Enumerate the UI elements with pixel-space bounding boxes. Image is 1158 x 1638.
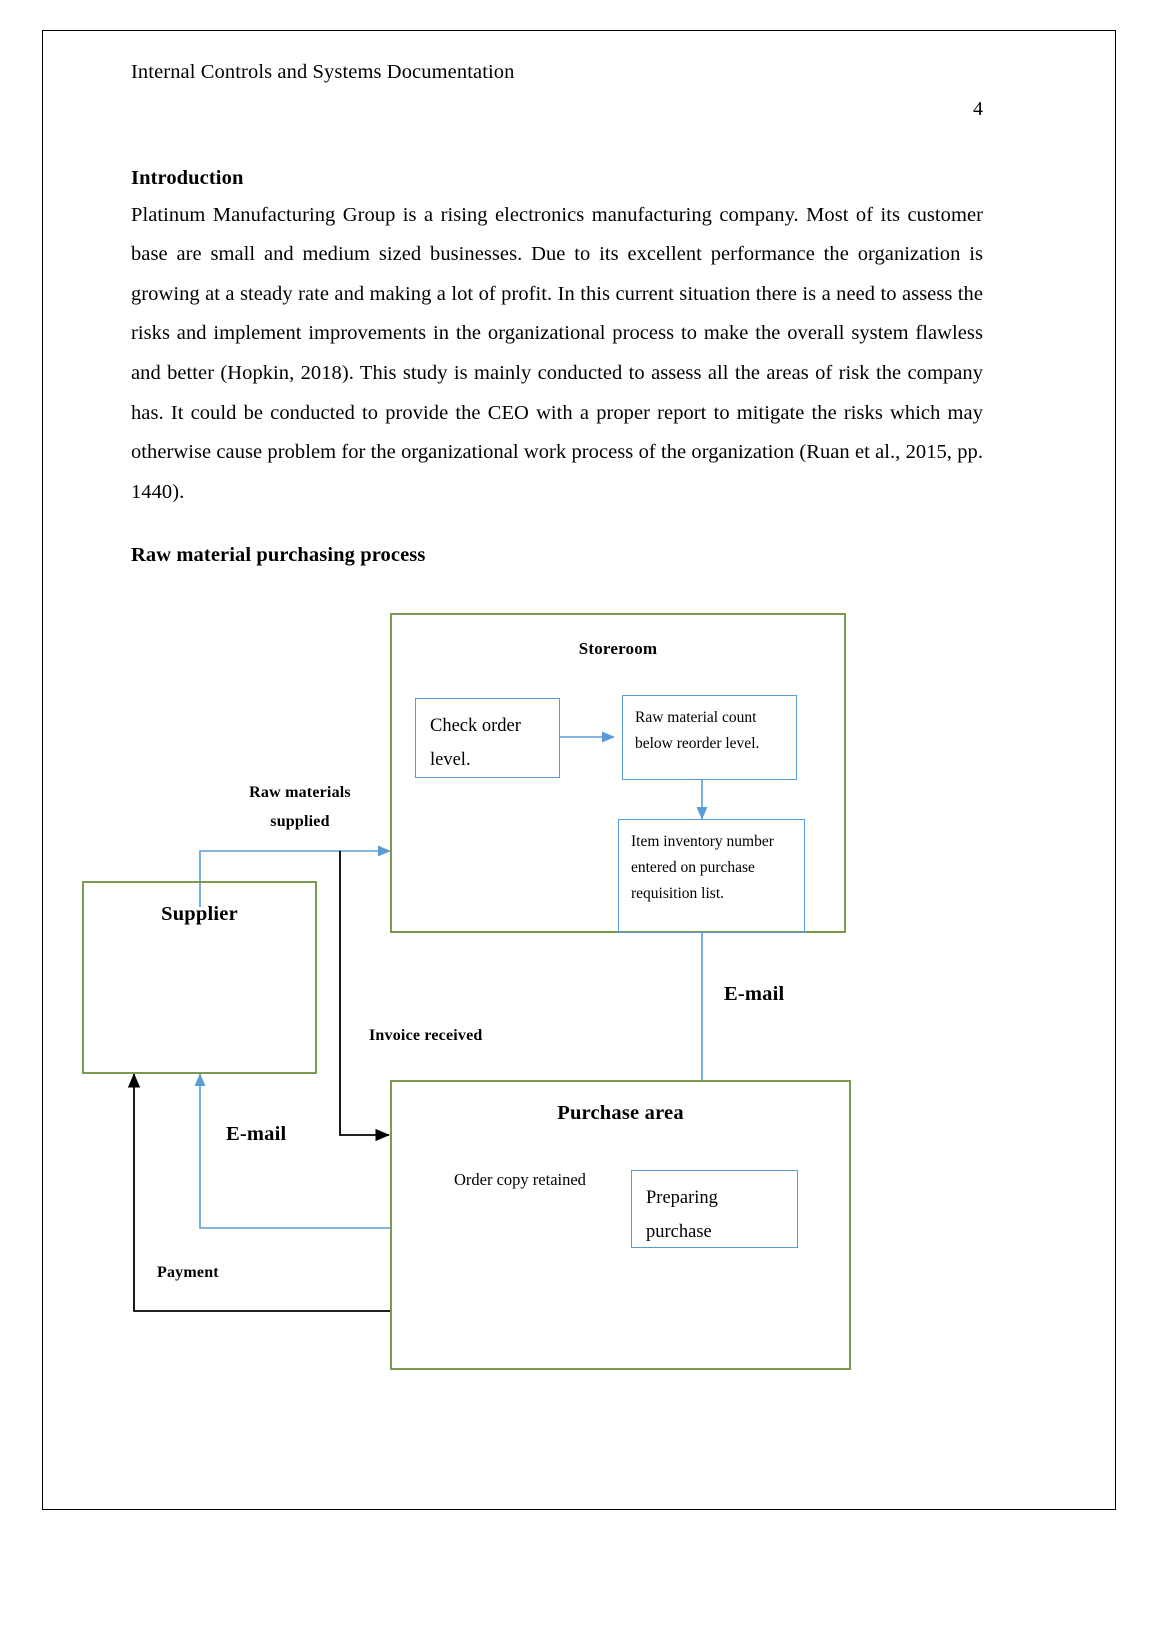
introduction-paragraph: Platinum Manufacturing Group is a rising… [131,203,983,503]
process-box-preparing-purchase: Preparing purchase [631,1170,798,1248]
raw-material-purchasing-flowchart: Storeroom Check order level. Raw materia… [42,585,1116,1415]
supplier-container: Supplier [82,881,317,1074]
edge-label-raw-materials-supplied-line1: Raw materials [249,784,351,801]
supplier-title: Supplier [161,903,238,925]
process-box-item-inventory-number: Item inventory number entered on purchas… [618,819,805,933]
process-box-raw-material-count: Raw material count below reorder level. [622,695,797,780]
page-number: 4 [973,98,983,120]
edge-label-raw-materials-supplied-line2: supplied [270,813,330,830]
edge-label-payment: Payment [157,1264,219,1281]
document-header-title: Internal Controls and Systems Documentat… [131,61,515,83]
document-content: Internal Controls and Systems Documentat… [131,60,983,567]
edge-label-invoice-received: Invoice received [369,1027,483,1044]
flowchart-connectors [127,731,708,1312]
edge-label-email-storeroom-to-purchase: E-mail [724,983,785,1005]
section-heading-raw-material-purchasing-process: Raw material purchasing process [131,544,426,567]
storeroom-title: Storeroom [578,639,658,658]
process-box-check-order-level: Check order level. [415,698,560,778]
section-heading-introduction: Introduction [131,166,244,189]
label-order-copy-retained: Order copy retained [454,1170,586,1189]
purchase-area-title: Purchase area [557,1102,684,1124]
edge-label-email-supplier-to-purchase: E-mail [226,1123,287,1145]
purchase-area-container: Purchase area [390,1080,851,1370]
